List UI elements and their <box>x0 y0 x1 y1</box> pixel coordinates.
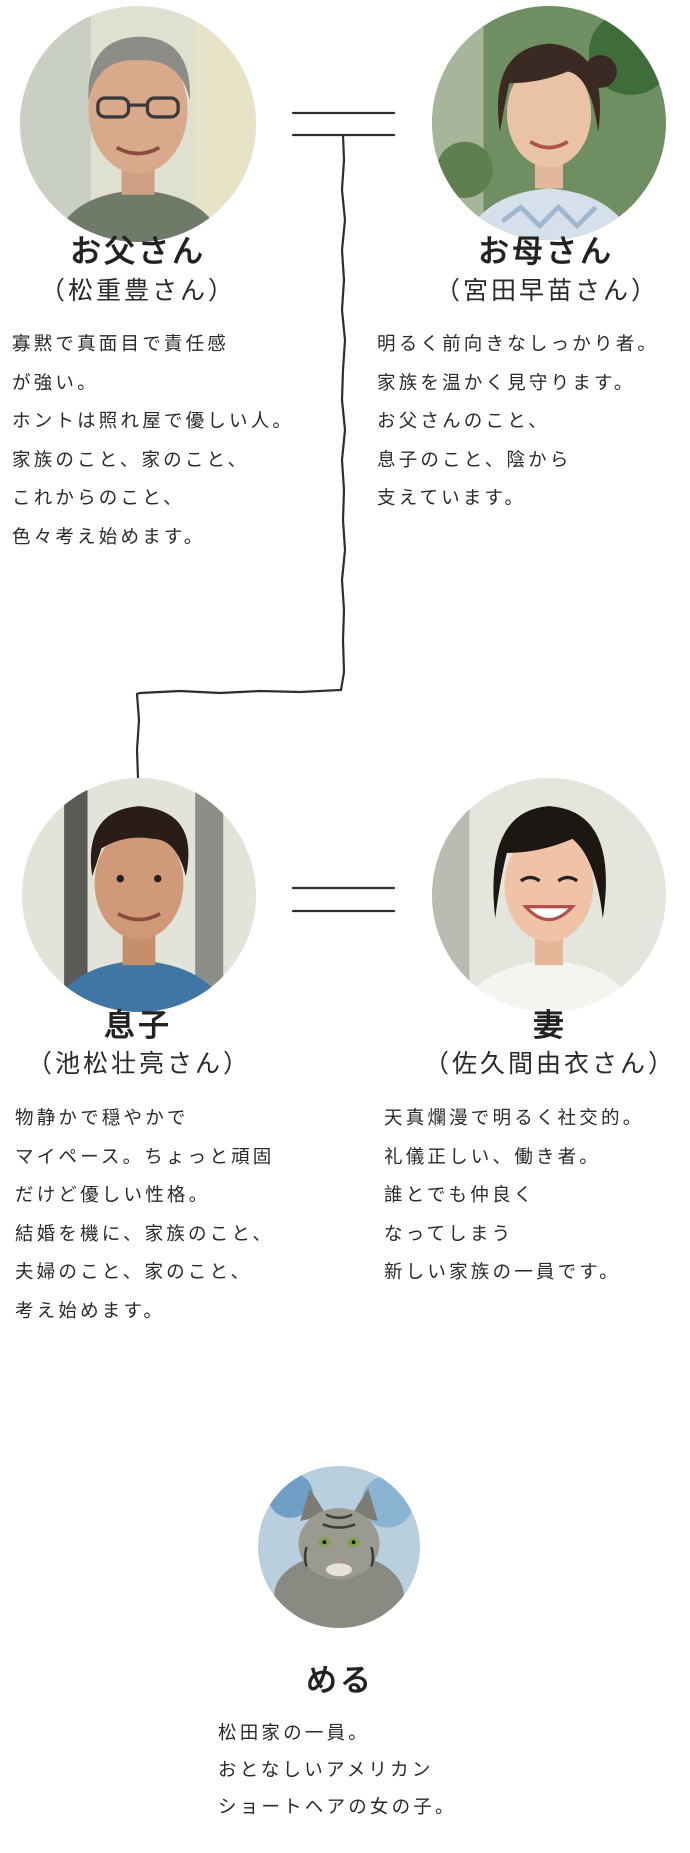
cat-portrait <box>258 1466 420 1628</box>
wife-desc-line: なってしまう <box>384 1223 514 1245</box>
father-desc-line: 色々考え始めます。 <box>12 526 206 548</box>
wife-portrait <box>432 778 666 1012</box>
mother-desc-line: 息子のこと、陰から <box>377 449 572 471</box>
cat-desc-line: ショートヘアの女の子。 <box>218 1797 457 1818</box>
wife-actor: （佐久間由衣さん） <box>424 1049 677 1078</box>
mother-description: 明るく前向きなしっかり者。 家族を温かく見守ります。 お父さんのこと、 息子のこ… <box>377 326 659 519</box>
father-name: お父さん <box>70 234 206 270</box>
mother-portrait <box>432 6 666 240</box>
father-desc-line: ホントは照れ屋で優しい人。 <box>12 411 295 432</box>
wife-desc-line: 天真爛漫で明るく社交的。 <box>384 1108 645 1129</box>
mother-desc-line: 明るく前向きなしっかり者。 <box>377 334 660 355</box>
son-description: 物静かで穏やかで マイペース。ちょっと頑固 だけど優しい性格。 結婚を機に、家族… <box>15 1100 274 1331</box>
wife-desc-line: 新しい家族の一員です。 <box>384 1262 621 1283</box>
descent-line <box>135 133 347 780</box>
father-actor: （松重豊さん） <box>39 276 236 305</box>
son-desc-line: 夫婦のこと、家のこと、 <box>15 1262 253 1283</box>
wife-name: 妻 <box>533 1008 567 1044</box>
father-desc-line: 家族のこと、家のこと、 <box>12 449 250 471</box>
cat-description: 松田家の一員。 おとなしいアメリカン ショートヘアの女の子。 <box>218 1715 457 1826</box>
son-desc-line: マイペース。ちょっと頑固 <box>15 1146 275 1168</box>
cat-desc-line: 松田家の一員。 <box>218 1723 370 1744</box>
mother-actor: （宮田早苗さん） <box>434 276 659 305</box>
wife-description: 天真爛漫で明るく社交的。 礼儀正しい、働き者。 誰とでも仲良く なってしまう 新… <box>384 1100 644 1293</box>
father-desc-line: 寡黙で真面目で責任感 <box>12 334 230 355</box>
wife-desc-line: 礼儀正しい、働き者。 <box>384 1146 602 1168</box>
cat-desc-line: おとなしいアメリカン <box>218 1760 434 1781</box>
mother-name: お母さん <box>478 234 614 270</box>
mother-desc-line: お父さんのこと、 <box>377 411 550 432</box>
mother-desc-line: 家族を温かく見守ります。 <box>377 372 636 394</box>
father-desc-line: が強い。 <box>12 372 99 394</box>
son-name: 息子 <box>104 1008 172 1044</box>
son-actor: （池松壮亮さん） <box>26 1049 251 1078</box>
mother-desc-line: 支えています。 <box>377 488 527 509</box>
father-portrait <box>20 6 256 242</box>
son-desc-line: 考え始めます。 <box>15 1300 166 1322</box>
father-description: 寡黙で真面目で責任感 が強い。 ホントは照れ屋で優しい人。 家族のこと、家のこと… <box>12 326 294 557</box>
son-portrait <box>22 778 256 1012</box>
son-desc-line: 物静かで穏やかで <box>15 1108 189 1129</box>
son-desc-line: 結婚を機に、家族のこと、 <box>15 1223 275 1245</box>
son-desc-line: だけど優しい性格。 <box>15 1185 211 1206</box>
cat-name: める <box>306 1663 374 1699</box>
wife-desc-line: 誰とでも仲良く <box>384 1185 536 1206</box>
father-desc-line: これからのこと、 <box>12 488 185 509</box>
